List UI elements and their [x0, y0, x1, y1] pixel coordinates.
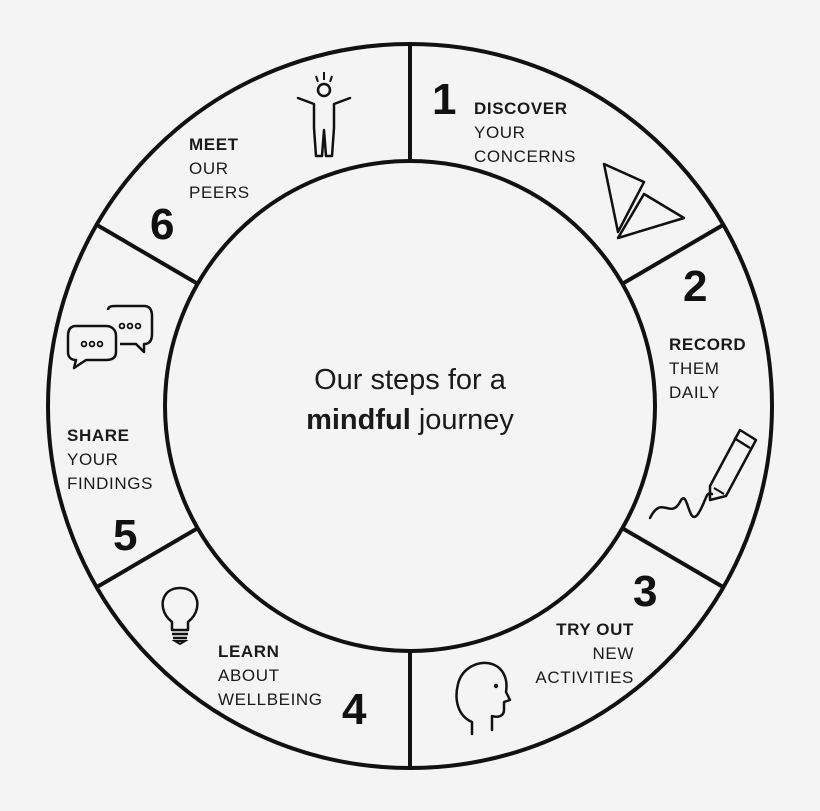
center-title-line1: Our steps for a	[314, 364, 506, 396]
center-title-line2: mindful journey	[230, 400, 590, 440]
lightbulb-icon	[161, 586, 199, 646]
step-2-line2: THEM	[669, 359, 720, 378]
divider-4-5	[95, 526, 200, 589]
step-3-title: TRY OUT	[556, 620, 634, 639]
step-2-title: RECORD	[669, 335, 747, 354]
step-1-number: 1	[432, 75, 457, 124]
step-2-line3: DAILY	[669, 383, 720, 402]
pen-icon	[648, 428, 758, 520]
step-6-line2: OUR	[189, 159, 229, 178]
step-6-number: 6	[150, 200, 175, 249]
divider-5-6	[95, 223, 200, 286]
step-6-label: MEET OUR PEERS	[189, 133, 250, 205]
step-1-line3: CONCERNS	[474, 147, 577, 166]
step-2-label: RECORD THEM DAILY	[669, 333, 746, 405]
step-5-title: SHARE	[67, 426, 130, 445]
center-title-bold: mindful	[306, 404, 411, 436]
step-6-title: MEET	[189, 135, 239, 154]
center-title: Our steps for a mindful journey	[230, 360, 590, 440]
step-5-label: SHARE YOUR FINDINGS	[67, 424, 153, 496]
step-4-line3: WELLBEING	[218, 690, 323, 709]
step-1-label: DISCOVER YOUR CONCERNS	[474, 97, 576, 169]
person-icon	[296, 72, 352, 158]
step-4-label: LEARN ABOUT WELLBEING	[218, 640, 323, 712]
step-3-label: TRY OUT NEW ACTIVITIES	[480, 618, 634, 690]
head-profile-icon	[455, 661, 512, 736]
step-3-line2: NEW	[592, 644, 634, 663]
step-4-title: LEARN	[218, 642, 280, 661]
center-title-rest: journey	[410, 404, 514, 436]
step-4-number: 4	[342, 685, 367, 734]
step-5-line2: YOUR	[67, 450, 119, 469]
divider-1-2	[620, 223, 725, 286]
speech-bubbles-icon	[66, 304, 154, 370]
step-1-line2: YOUR	[474, 123, 526, 142]
step-2-number: 2	[683, 262, 708, 311]
step-3-line3: ACTIVITIES	[535, 668, 634, 687]
step-5-line3: FINDINGS	[67, 474, 154, 493]
paper-plane-icon	[602, 162, 686, 240]
step-5-number: 5	[113, 511, 138, 560]
step-3-number: 3	[633, 567, 658, 616]
divider-2-3	[620, 526, 725, 589]
step-6-line3: PEERS	[189, 183, 250, 202]
step-1-title: DISCOVER	[474, 99, 568, 118]
step-4-line2: ABOUT	[218, 666, 280, 685]
